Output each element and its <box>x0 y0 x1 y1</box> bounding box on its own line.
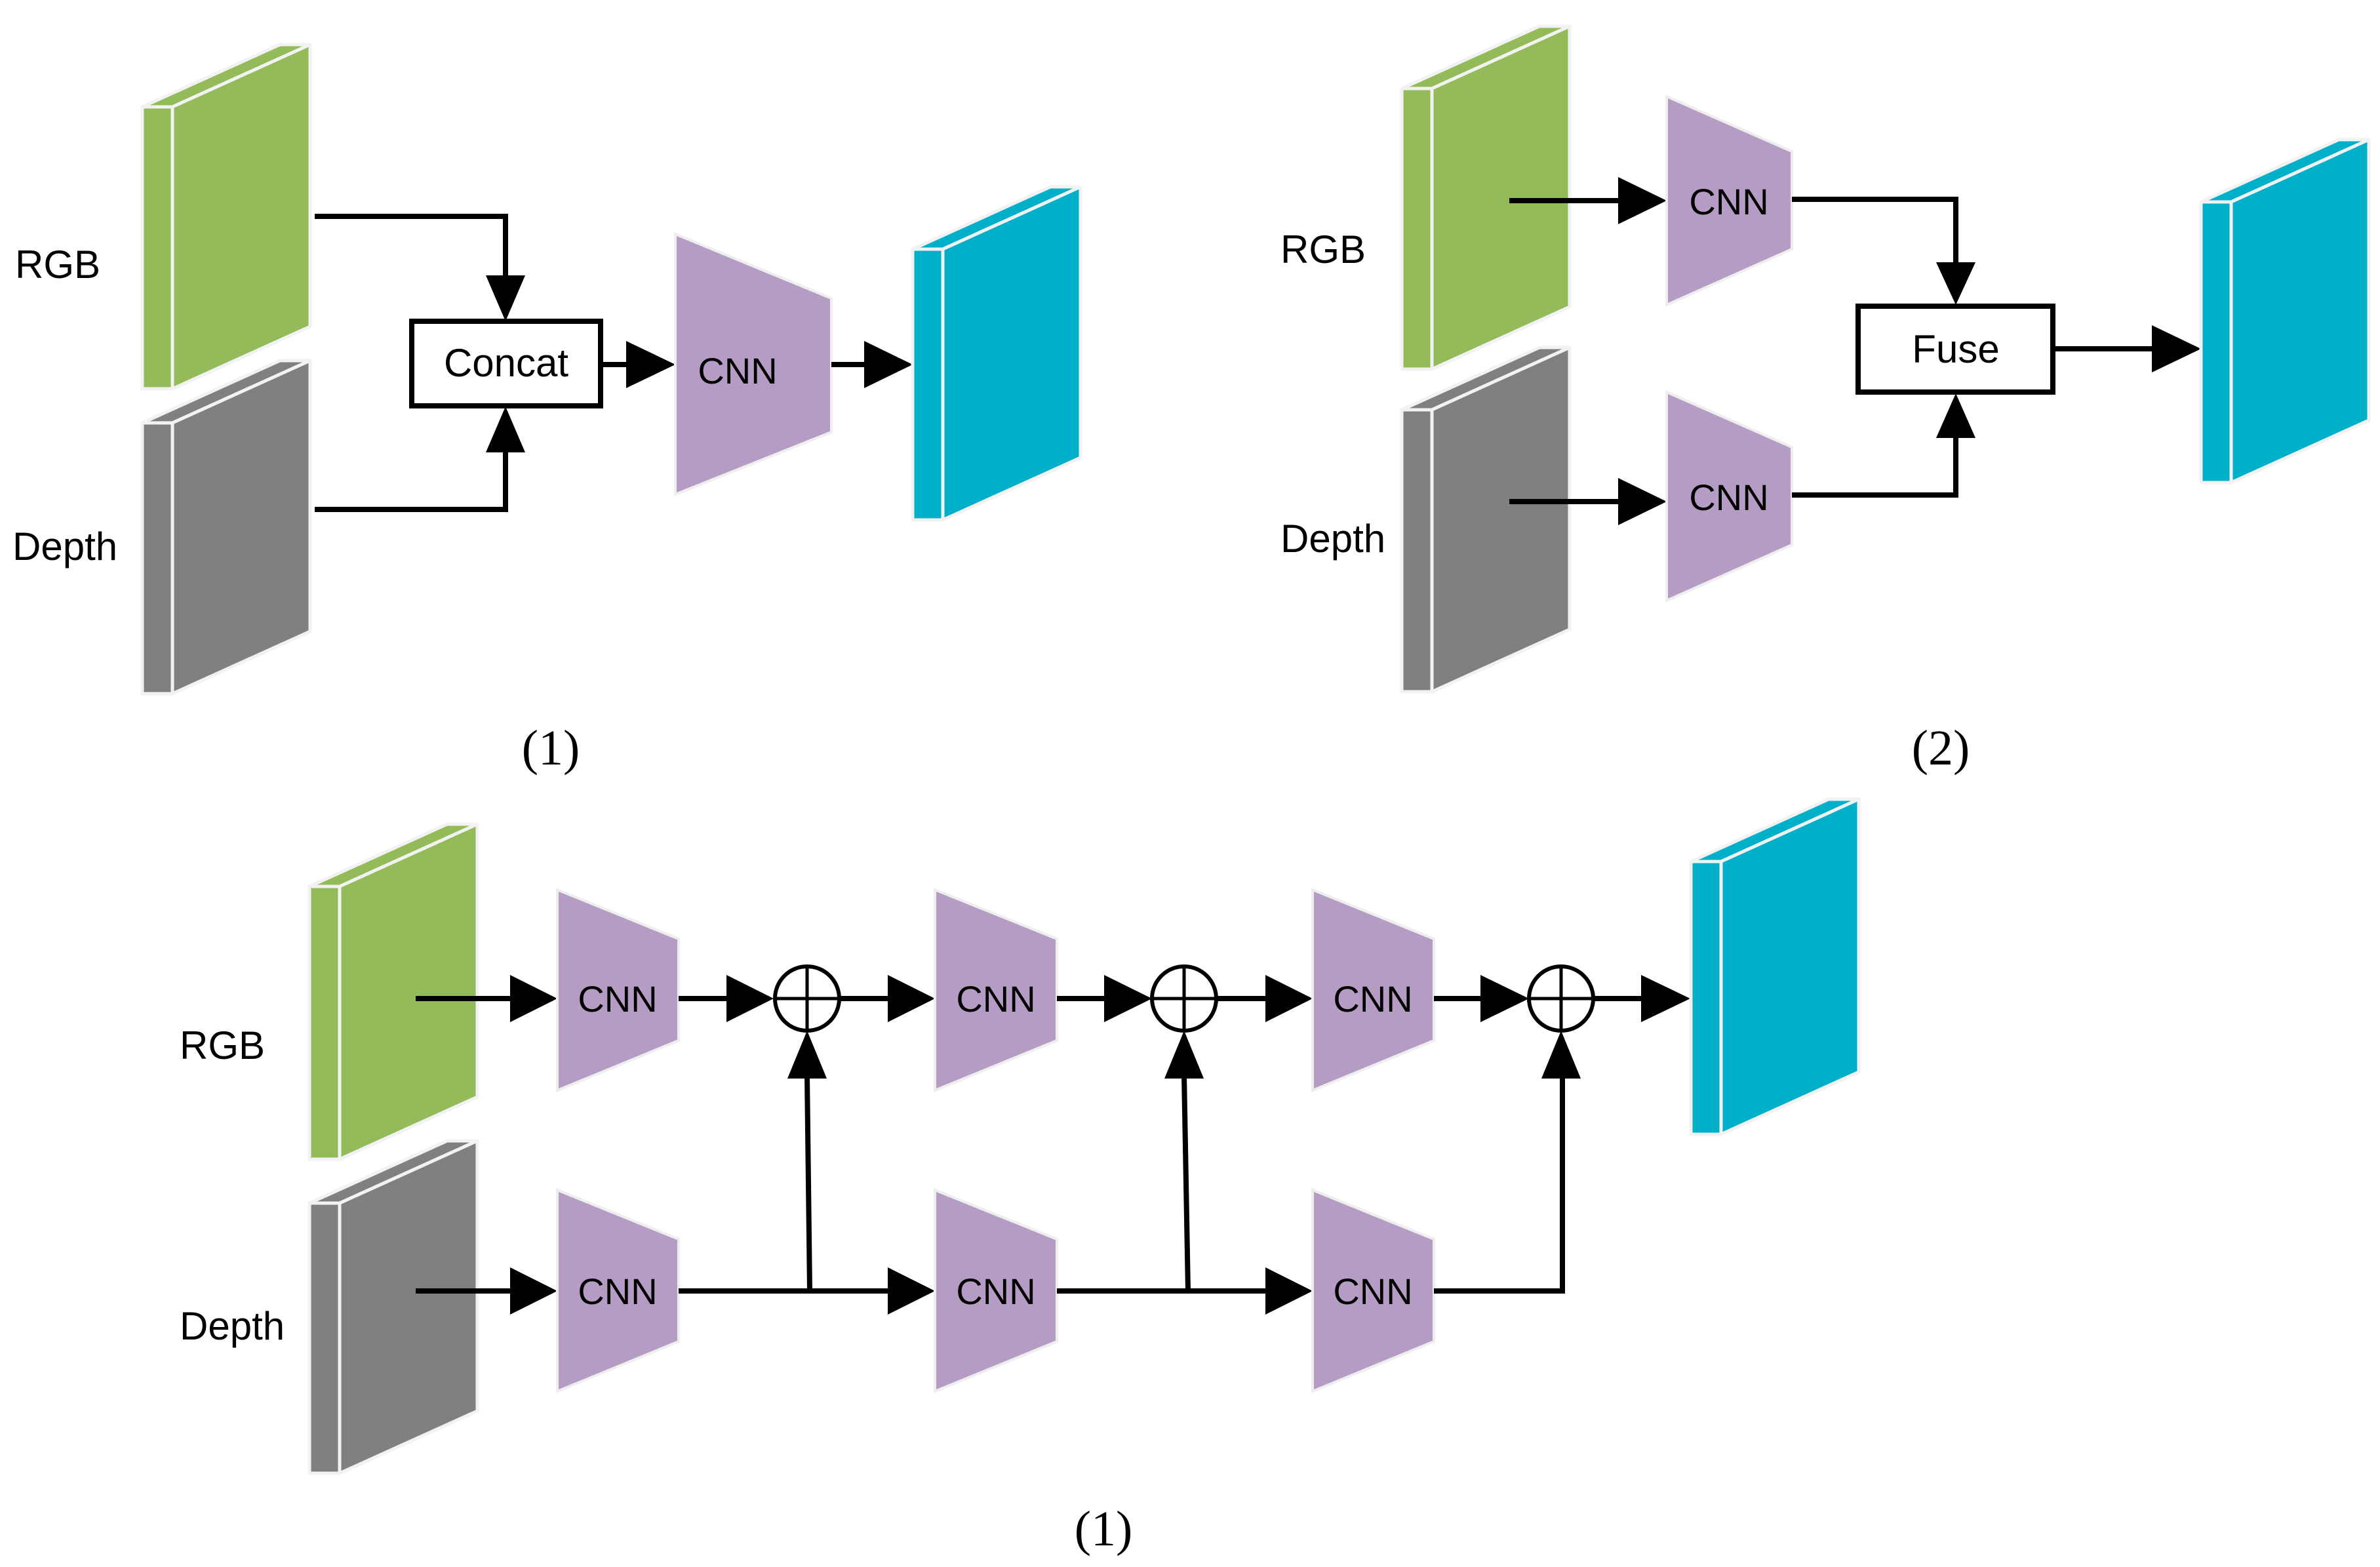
panel3-depth-label: Depth <box>180 1304 285 1348</box>
panel3-depth-block-front-face <box>307 1201 342 1475</box>
panel2-rgb-label: RGB <box>1280 228 1366 271</box>
panel3-depth-cnn-3 <box>1311 1188 1435 1393</box>
panel2-fuse-box <box>1855 304 2055 395</box>
panel2-depth-label: Depth <box>1280 517 1385 561</box>
panel2-rgb-block <box>1400 24 1572 371</box>
panel2-output-block-side-face <box>2229 138 2371 485</box>
panel3-depth3-to-sum3-arrowhead <box>1541 1031 1581 1079</box>
panel3-sum1-to-cnn2-arrowhead <box>888 975 935 1022</box>
panel3-rgb-cnn-1 <box>556 888 680 1092</box>
panel3-rgb-cnn-3-label: CNN <box>1333 978 1412 1020</box>
panel1-depth-connector <box>315 446 508 512</box>
panel3-rgb-cnn2-to-sum2-arrowhead <box>1104 975 1152 1022</box>
panel3-depth-cnn2-to-cnn3-arrowhead <box>1265 1267 1313 1315</box>
panel1-cnn-to-output-arrowhead <box>864 341 913 388</box>
panel2-rgb-block-front-face <box>1400 87 1434 371</box>
panel2-depth-cnn-label: CNN <box>1689 477 1768 518</box>
panel2-depth-cnn <box>1665 389 1793 603</box>
panel3-rgb-label: RGB <box>180 1023 265 1067</box>
panel3-rgb-cnn1-to-sum1-arrowhead <box>726 975 774 1022</box>
panel2-fuse-label: Fuse <box>1912 327 1999 371</box>
panel2-rgb-to-cnn-arrowhead <box>1618 177 1667 224</box>
panel3-depth-cnn-2-label: CNN <box>956 1271 1035 1312</box>
panel1-concat-to-cnn-arrowhead <box>626 341 675 388</box>
panel1-output-block <box>911 185 1082 522</box>
panel-2-late-fusion: RGB Depth CNN CNN Fuse (2) <box>1280 24 2371 776</box>
panel3-caption: (1) <box>1075 1501 1133 1557</box>
panel2-rgb-cnn <box>1665 94 1793 307</box>
panel3-sum2-to-cnn3-arrowhead <box>1265 975 1313 1022</box>
panel3-depth1-to-sum1-arrowhead <box>787 1031 827 1079</box>
panel1-concat-label: Concat <box>444 341 568 385</box>
panel1-depth-block-front-face <box>140 421 174 696</box>
panel1-rgb-label: RGB <box>15 243 100 287</box>
panel3-depth1-to-sum1-line <box>804 1075 812 1292</box>
panel-3-multi-level-fusion: RGB Depth CNN CNN CNN <box>180 797 1861 1557</box>
panel2-fuse-to-output-arrowhead <box>2152 325 2201 372</box>
panel1-depth-label: Depth <box>12 525 117 568</box>
panel3-sum-1 <box>773 964 841 1033</box>
panel3-output-block <box>1689 797 1861 1136</box>
panel2-rgb-cnn-label: CNN <box>1689 181 1768 222</box>
panel1-rgb-block <box>140 43 312 391</box>
panel2-depth-block-side-face <box>1430 346 1572 694</box>
panel2-caption: (2) <box>1912 721 1970 776</box>
panel3-rgb-cnn-3 <box>1311 888 1435 1092</box>
panel2-depth-to-cnn-arrowhead <box>1618 478 1667 525</box>
panel3-depth3-to-sum3-connector <box>1434 1075 1565 1294</box>
panel2-depth-to-fuse-arrowhead <box>1936 393 1975 438</box>
panel3-rgb-cnn-2-label: CNN <box>956 978 1035 1020</box>
panel1-caption: (1) <box>522 721 580 776</box>
panel3-depth-input-arrowhead <box>510 1267 557 1315</box>
panel2-rgb-cnn-to-fuse-connector <box>1792 197 1958 269</box>
panel3-sum3-to-output-arrowhead <box>1641 975 1690 1022</box>
panel1-cnn-label: CNN <box>698 350 777 391</box>
panel3-depth-cnn-3-label: CNN <box>1333 1271 1412 1312</box>
panel3-sum-3 <box>1527 964 1595 1033</box>
panel1-cnn <box>674 232 833 496</box>
panel3-rgb-input-arrowhead <box>510 975 557 1022</box>
panel3-sum-2 <box>1150 964 1218 1033</box>
panel1-rgb-block-side-face <box>170 43 312 391</box>
panel2-depth-block <box>1400 346 1572 694</box>
panel3-rgb-block-front-face <box>307 884 342 1161</box>
panel3-depth2-to-sum2-arrowhead <box>1164 1031 1204 1079</box>
panel3-rgb-block <box>307 822 479 1161</box>
panel1-depth-block <box>140 359 312 696</box>
panel3-rgb-cnn-2 <box>934 888 1058 1092</box>
panel1-rgb-connector <box>315 214 508 282</box>
panel3-depth-cnn-1-label: CNN <box>578 1271 657 1312</box>
panel1-output-block-front-face <box>911 247 945 522</box>
panel2-depth-block-front-face <box>1400 408 1434 694</box>
panel2-rgb-block-side-face <box>1430 24 1572 371</box>
panel2-rgb-to-fuse-arrowhead <box>1936 262 1975 305</box>
panel3-depth-cnn-2 <box>934 1188 1058 1393</box>
panel3-rgb-cnn3-to-sum3-arrowhead <box>1480 975 1529 1022</box>
panel2-output-block-front-face <box>2199 200 2233 485</box>
panel3-depth2-to-sum2-line <box>1181 1075 1191 1292</box>
panel1-depth-arrowhead <box>486 407 525 452</box>
panel3-depth-block <box>307 1139 479 1475</box>
panel1-rgb-block-front-face <box>140 105 174 391</box>
panel2-depth-cnn-to-fuse-connector <box>1792 433 1958 498</box>
panel3-depth-cnn1-to-cnn2-arrowhead <box>888 1267 935 1315</box>
panel2-output-block <box>2199 138 2371 485</box>
panel3-output-block-front-face <box>1689 860 1723 1136</box>
panel3-rgb-cnn-1-label: CNN <box>578 978 657 1020</box>
panel-1-early-fusion: RGB Depth Concat CNN (1) <box>12 43 1082 776</box>
panel3-depth-cnn-1 <box>556 1188 680 1393</box>
panel1-rgb-arrowhead <box>486 275 525 321</box>
